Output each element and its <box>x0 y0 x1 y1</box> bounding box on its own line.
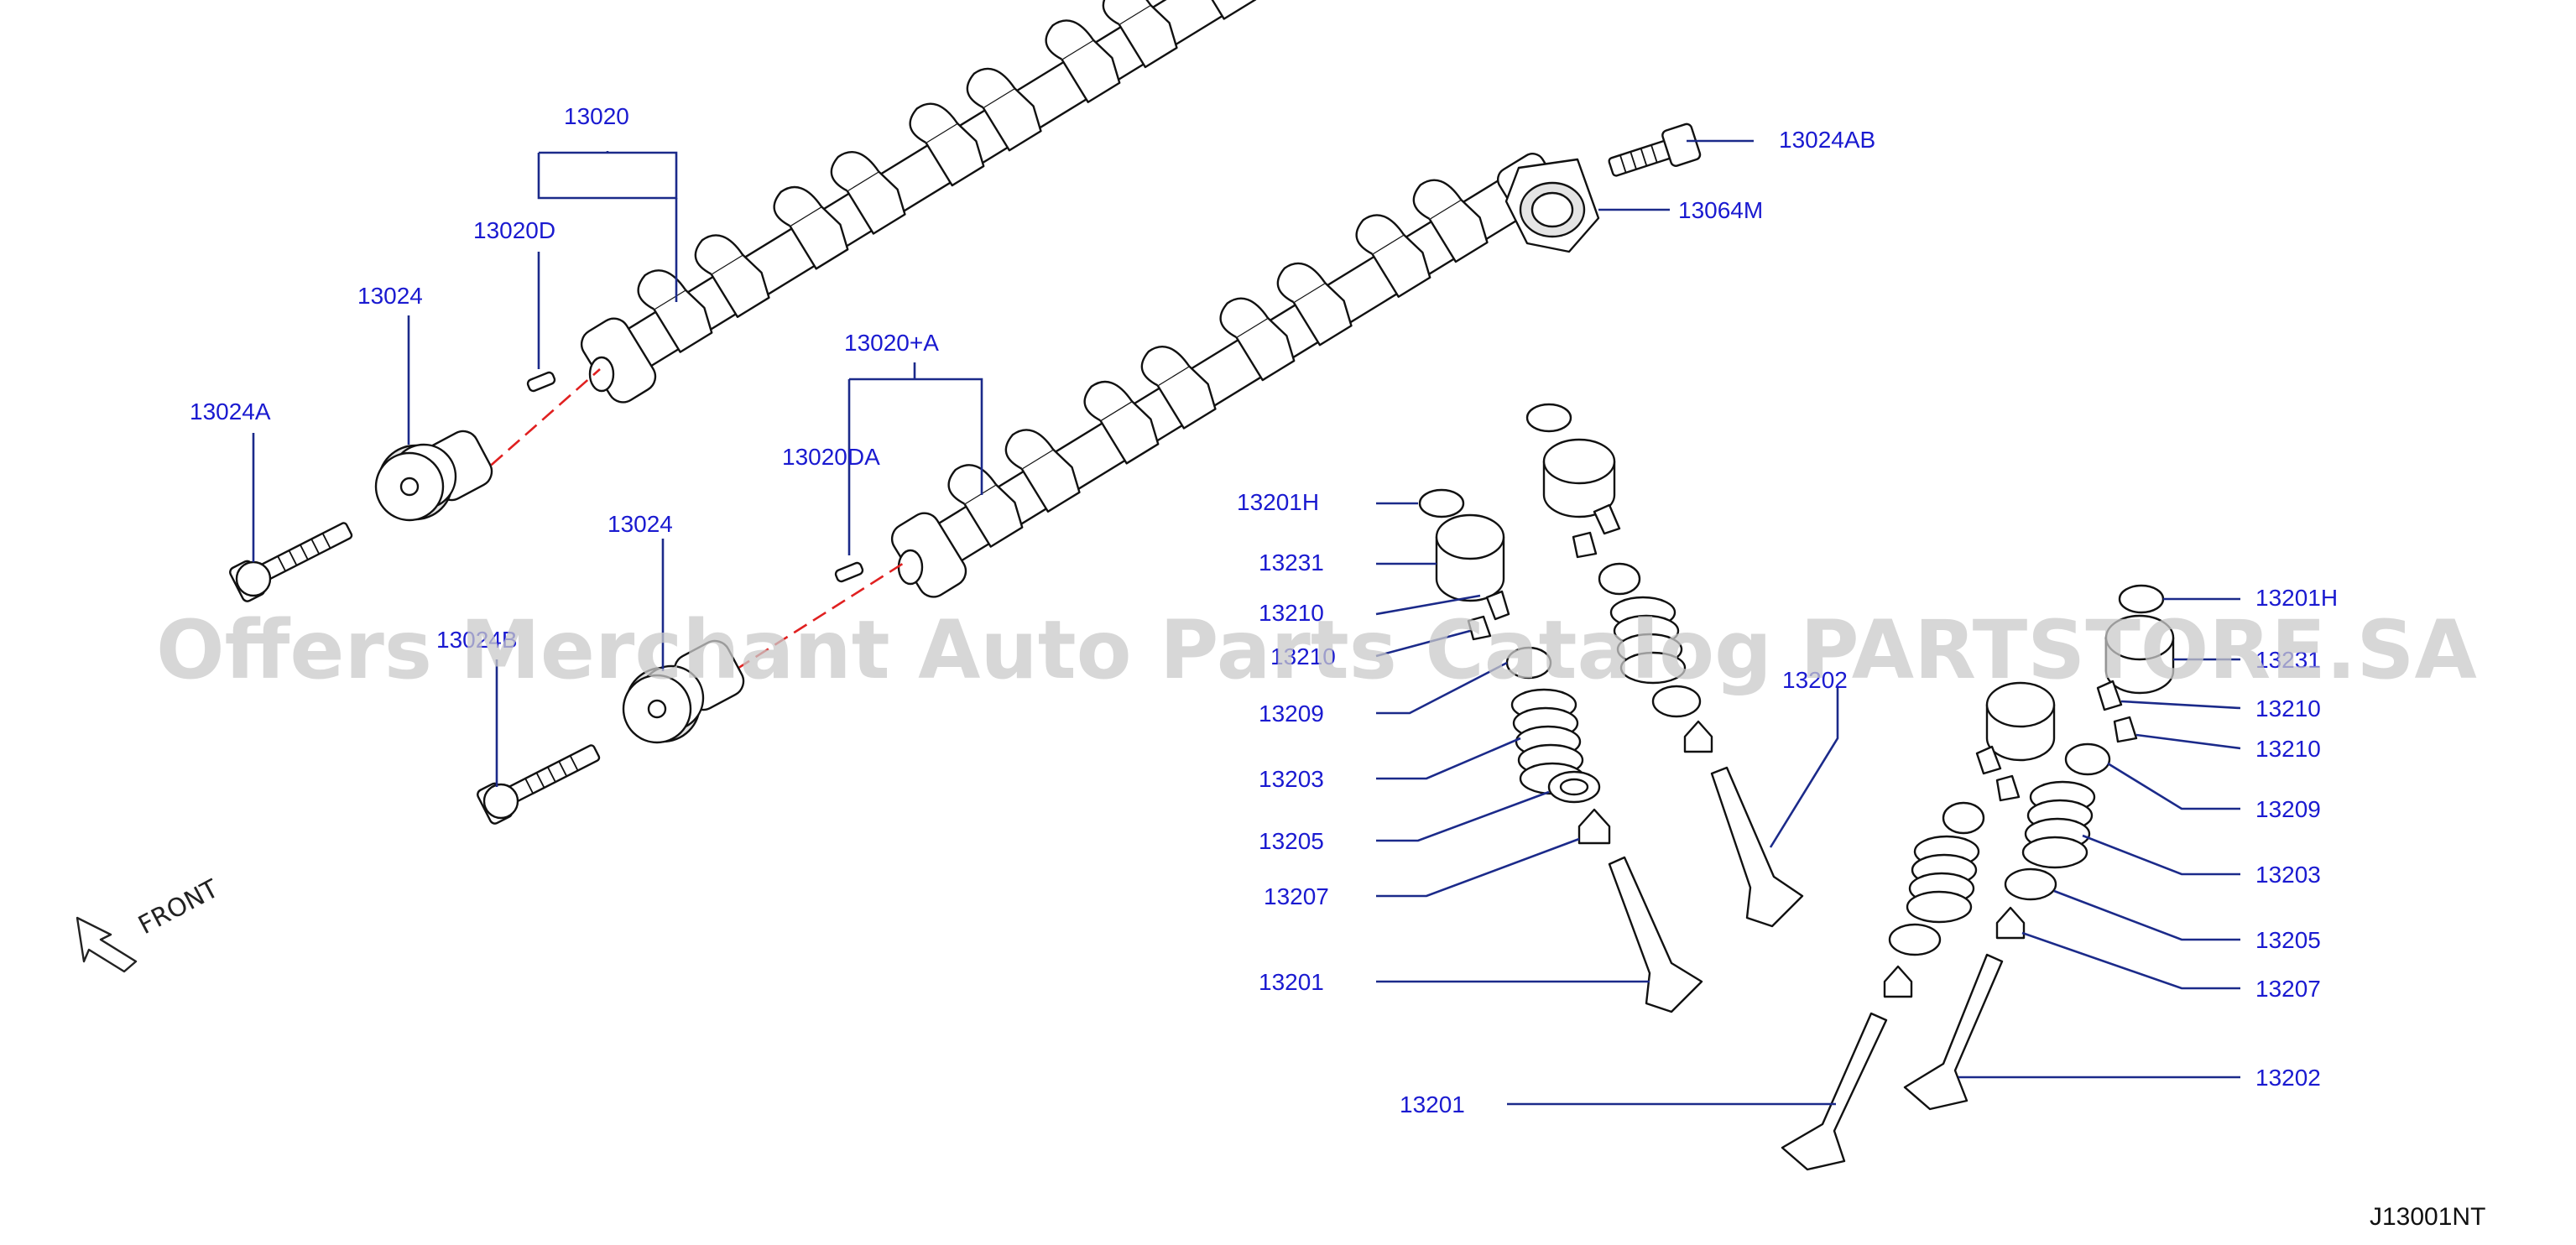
callout-13205-right[interactable]: 13205 <box>2255 927 2321 953</box>
lower-middle-valve-stack <box>1781 681 2056 1171</box>
callout-13203-left[interactable]: 13203 <box>1259 766 1324 792</box>
callout-13024AB[interactable]: 13024AB <box>1779 127 1875 153</box>
diagram-code: J13001NT <box>2370 1203 2485 1231</box>
callout-13201-bottom[interactable]: 13201 <box>1400 1091 1465 1117</box>
callout-13207-right[interactable]: 13207 <box>2255 976 2321 1002</box>
callout-13020DA[interactable]: 13020DA <box>782 444 880 470</box>
callout-13202-right[interactable]: 13202 <box>2255 1065 2321 1091</box>
callout-13210-left-a[interactable]: 13210 <box>1259 600 1324 626</box>
leader-lines <box>252 139 2241 1106</box>
sensor-plate-bolt <box>1608 122 1702 177</box>
left-valve-stack <box>1418 488 1703 1013</box>
callout-13020-plus-A[interactable]: 13020+A <box>844 330 939 356</box>
upper-sprocket <box>374 430 493 522</box>
callout-13203-right[interactable]: 13203 <box>2255 862 2321 888</box>
callout-13020[interactable]: 13020 <box>564 103 629 129</box>
callout-13207-left[interactable]: 13207 <box>1264 883 1329 909</box>
upper-cam-bolt <box>229 522 353 602</box>
callouts: 13020 13020D 13024 13024A 13020+A 13020D… <box>190 103 2338 1117</box>
callout-13209-right[interactable]: 13209 <box>2255 796 2321 822</box>
callout-13202-center[interactable]: 13202 <box>1782 667 1848 693</box>
callout-13231-right[interactable]: 13231 <box>2255 647 2321 673</box>
cam-sensor-plate <box>1504 158 1600 253</box>
callout-13024-lower[interactable]: 13024 <box>607 511 673 537</box>
lower-cam-bolt <box>477 744 601 825</box>
callout-13020D[interactable]: 13020D <box>473 217 555 243</box>
callout-13024A[interactable]: 13024A <box>190 399 271 425</box>
center-valve-stack <box>1525 403 1804 928</box>
callout-13210-right-b[interactable]: 13210 <box>2255 736 2321 762</box>
callout-13201H-right[interactable]: 13201H <box>2255 585 2338 611</box>
callout-13024B[interactable]: 13024B <box>436 627 518 653</box>
callout-13064M[interactable]: 13064M <box>1678 197 1763 223</box>
callout-13205-left[interactable]: 13205 <box>1259 828 1324 854</box>
upper-camshaft <box>580 0 1343 404</box>
front-arrow-icon <box>76 916 138 973</box>
callout-13201H-left[interactable]: 13201H <box>1237 489 1319 515</box>
front-label: FRONT <box>133 874 224 940</box>
front-arrow: FRONT <box>76 874 224 973</box>
callout-13209-left[interactable]: 13209 <box>1259 701 1324 727</box>
callout-13210-right-a[interactable]: 13210 <box>2255 695 2321 721</box>
watermark: Offers Merchant Auto Parts Catalog PARTS… <box>156 603 2477 697</box>
dowel-pin-lower <box>834 561 864 583</box>
callout-13201-left[interactable]: 13201 <box>1259 969 1324 995</box>
dowel-pin-upper <box>526 371 556 393</box>
callout-13024-upper[interactable]: 13024 <box>357 283 423 309</box>
alignment-line-lower <box>717 559 909 683</box>
lower-sprocket <box>622 639 745 744</box>
callout-13231-left[interactable]: 13231 <box>1259 550 1324 576</box>
callout-13210-left-b[interactable]: 13210 <box>1270 643 1336 669</box>
right-valve-stack <box>1903 584 2175 1111</box>
